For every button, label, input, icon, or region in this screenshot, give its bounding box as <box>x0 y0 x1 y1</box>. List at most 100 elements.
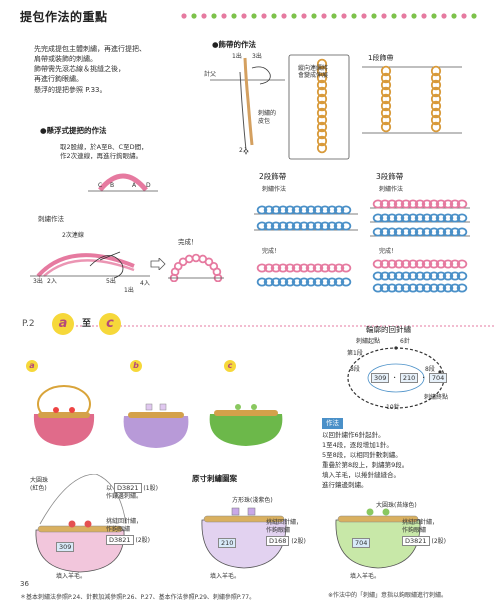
row-loop <box>340 263 352 273</box>
row-loop <box>407 227 419 237</box>
howto-step: 5至8段，以相同針數刺繡。 <box>322 451 402 460</box>
arch-loop <box>184 254 194 264</box>
bag-b-pattern <box>201 507 287 569</box>
bag-a-center: 309 <box>56 542 75 552</box>
header-dot <box>441 13 447 19</box>
row-loop <box>312 205 324 215</box>
row-loop <box>372 213 384 223</box>
row-loop <box>256 221 268 231</box>
row-loop <box>407 213 419 223</box>
row-loop <box>326 277 338 287</box>
photo-bag-c <box>209 404 283 446</box>
row-loop <box>400 271 412 281</box>
howto-tag: 作法 <box>322 418 343 429</box>
row-loop <box>379 271 391 281</box>
row-loop <box>256 263 268 273</box>
label-3out: 3出 <box>252 53 262 60</box>
header-dot <box>331 13 337 19</box>
row-loop <box>386 259 398 269</box>
row-loop <box>312 263 324 273</box>
howto-step: 填入羊毛，以捲針縫縫合。 <box>322 471 400 480</box>
row-loop <box>319 205 331 215</box>
row-loop <box>414 227 426 237</box>
strap-needle-diagram <box>210 57 285 155</box>
row-loop <box>442 283 454 293</box>
row-loop <box>456 227 468 237</box>
row-loop <box>407 259 419 269</box>
row-loop <box>256 277 268 287</box>
row-loop <box>379 259 391 269</box>
row-loop <box>291 205 303 215</box>
row-loop <box>393 271 405 281</box>
bag-c-code-note: (2股) <box>431 538 446 545</box>
row-loop <box>305 263 317 273</box>
row-loop <box>298 263 310 273</box>
three-row-done: 完成！ <box>379 248 398 255</box>
header-dot <box>191 13 197 19</box>
row-loop <box>428 227 440 237</box>
row-loop <box>435 271 447 281</box>
chain-loop <box>380 100 392 112</box>
intro-text: 先完成提包主體刺繡，再進行提把、 肩帶或裝飾的刺繡。 飾帶需先滾芯線＆挑縫之後，… <box>34 44 174 95</box>
label-2in-b: 2入 <box>47 278 57 285</box>
footer-refs: ＊基本刺繡法參照P.24、針數加減參照P.26、P.27、基本作法參照P.29、… <box>20 594 256 601</box>
label-b: B <box>110 182 115 189</box>
row-loop <box>319 277 331 287</box>
row-loop <box>277 221 289 231</box>
row-loop <box>435 283 447 293</box>
row-loop <box>270 205 282 215</box>
chain-loop <box>316 79 328 91</box>
floating-heading: ●懸浮式提把的作法 <box>40 126 107 135</box>
header-dot <box>291 13 297 19</box>
floating-desc-line: 取2股線，於A至B、C至D間， <box>60 143 148 151</box>
row-loop <box>333 263 345 273</box>
row-loop <box>284 277 296 287</box>
row-loop <box>340 277 352 287</box>
floating-done-diagram <box>168 253 224 282</box>
bag-b-code-note: (2股) <box>291 538 306 545</box>
header-dot <box>281 13 287 19</box>
header-dot <box>211 13 217 19</box>
ring-r8l: 8段 <box>350 366 360 373</box>
row-loop <box>386 271 398 281</box>
row-loop <box>449 259 461 269</box>
row-loop <box>435 213 447 223</box>
row-loop <box>393 213 405 223</box>
row-loop <box>263 205 275 215</box>
row-loop <box>435 199 447 209</box>
bag-b-desc: 挑縫回針繡， 作鉤眼繡 <box>266 519 303 535</box>
row-loop <box>421 199 433 209</box>
badge-a: a <box>52 313 74 335</box>
row-loop <box>428 259 440 269</box>
ring-codes: 309 ・ 210 ・ 704 <box>371 373 448 383</box>
row-loop <box>400 227 412 237</box>
arch-loop <box>204 257 214 267</box>
ring-row1: 第1段 <box>347 350 363 357</box>
row-loop <box>379 213 391 223</box>
chain-loop <box>430 114 442 126</box>
ring-n6: 6針 <box>400 338 410 345</box>
bag-a-desc2: 挑縫回針繡， 作鉤眼繡 <box>106 518 143 534</box>
row-loop <box>435 259 447 269</box>
howto-step: 以回針繡作6針起針。 <box>322 431 385 439</box>
row-loop <box>456 259 468 269</box>
header-dot <box>261 13 267 19</box>
row-loop <box>456 271 468 281</box>
row-loop <box>372 227 384 237</box>
floating-method-diagram <box>30 251 150 279</box>
bag-a-code2-line: D3821 (2股) <box>106 535 150 545</box>
chain-loop <box>430 86 442 98</box>
intro-line: 肩帶或裝飾的刺繡。 <box>34 55 97 64</box>
row-loop <box>449 199 461 209</box>
chain-loop <box>430 121 442 133</box>
header-dot <box>461 13 467 19</box>
chain-loop <box>316 142 328 154</box>
label-c: C <box>98 182 103 189</box>
header-dot <box>431 13 437 19</box>
header-dot <box>361 13 367 19</box>
bag-b-code: D168 <box>266 536 290 546</box>
row-loop <box>379 227 391 237</box>
row-loop <box>400 199 412 209</box>
bag-b-center-code: 210 <box>218 538 237 548</box>
header-dot <box>181 13 187 19</box>
